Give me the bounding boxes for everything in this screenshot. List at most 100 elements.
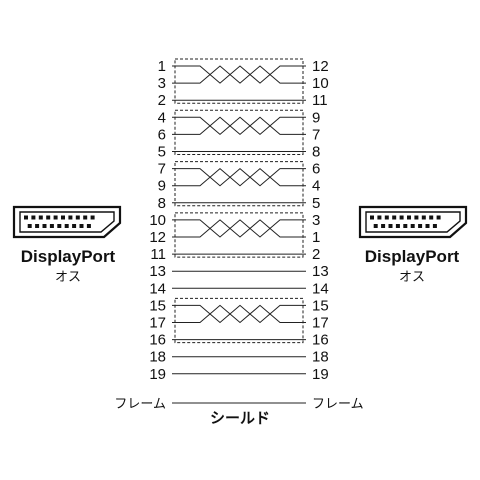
connector-pin: [388, 224, 393, 228]
twisted-wire: [172, 167, 306, 187]
shield-label: シールド: [210, 409, 270, 427]
left-connector-pins: [24, 215, 95, 228]
pin-label-left: 1: [158, 58, 166, 75]
pin-label-right: 16: [312, 332, 329, 349]
pin-label-right: 1: [312, 229, 320, 246]
pin-label-left: 4: [158, 109, 166, 126]
shield-box: [174, 58, 304, 104]
right-connector-pins: [370, 215, 441, 228]
pin-label-left: 11: [150, 246, 166, 263]
twisted-wire: [172, 219, 306, 238]
connector-pin: [399, 215, 404, 220]
connector-pin: [425, 224, 430, 228]
twisted-wire: [172, 304, 306, 324]
connector-pin: [68, 215, 73, 220]
pin-label-left: 13: [149, 263, 166, 280]
pin-label-right: 2: [312, 246, 320, 263]
pin-label-right: 8: [312, 144, 320, 161]
left-connector-name: DisplayPort: [21, 247, 116, 266]
pin-label-right: 19: [312, 366, 329, 383]
pin-label-right: 12: [312, 58, 329, 75]
frame-label-left: フレーム: [114, 397, 166, 412]
connector-pin: [381, 224, 386, 228]
pin-label-left: 7: [158, 161, 166, 178]
twisted-wire: [172, 65, 306, 84]
pin-label-left: 18: [149, 349, 166, 366]
pin-label-left: 5: [158, 144, 166, 161]
pin-label-left: 8: [158, 195, 166, 212]
connector-pin: [436, 215, 441, 220]
twisted-wire: [172, 116, 306, 136]
pin-label-right: 7: [312, 126, 320, 143]
connector-pin: [83, 215, 88, 220]
connector-pin: [61, 215, 65, 220]
twisted-wire: [172, 167, 306, 187]
connector-pin: [64, 224, 69, 228]
pin-label-right: 5: [312, 195, 320, 212]
connector-pin: [421, 215, 426, 220]
pin-label-left: 9: [158, 178, 166, 195]
pin-label-right: 13: [312, 263, 329, 280]
pin-label-right: 18: [312, 349, 329, 366]
connector-pin: [46, 215, 51, 220]
connector-pin: [384, 215, 389, 220]
pin-label-left: 10: [149, 212, 166, 229]
pin-label-left: 2: [158, 92, 166, 109]
connector-pin: [38, 215, 43, 220]
connector-pin: [432, 224, 437, 228]
right-connector-icon: [358, 205, 468, 239]
connector-pin: [418, 224, 423, 228]
connector-pin: [72, 224, 77, 228]
connector-pin: [27, 224, 32, 228]
shield-box: [174, 109, 304, 156]
connector-pin: [373, 224, 378, 228]
pin-label-left: 6: [158, 126, 166, 143]
connector-pin: [79, 224, 84, 228]
pin-label-right: 3: [312, 212, 320, 229]
connector-pin: [392, 215, 397, 220]
pin-label-right: 15: [312, 297, 329, 314]
wires: [172, 58, 306, 375]
connector-pin: [24, 215, 28, 220]
connector-pin: [395, 224, 400, 228]
pin-label-left: 17: [149, 315, 166, 332]
twisted-wire: [172, 116, 306, 136]
frame-label-right: フレーム: [312, 397, 364, 412]
pin-label-right: 4: [312, 178, 320, 195]
connector-pin: [49, 224, 54, 228]
connector-pin: [42, 224, 47, 228]
pin-label-left: 3: [158, 75, 166, 92]
connector-pin: [35, 224, 40, 228]
twisted-wire: [172, 65, 306, 84]
connector-pin: [410, 224, 415, 228]
connector-pin: [75, 215, 80, 220]
pin-label-right: 17: [312, 315, 329, 332]
shield-box: [174, 161, 304, 207]
connector-pin: [53, 215, 58, 220]
twisted-wire: [172, 219, 306, 238]
pin-label-left: 16: [149, 332, 166, 349]
connector-pin: [429, 215, 434, 220]
pin-label-right: 6: [312, 161, 320, 178]
connector-pin: [31, 215, 36, 220]
pin-label-left: 14: [149, 280, 166, 297]
shield-box: [174, 297, 304, 344]
connector-pin: [57, 224, 62, 228]
right-connector-name: DisplayPort: [365, 247, 460, 266]
shield-box: [174, 212, 304, 258]
connector-pin: [407, 215, 411, 220]
pin-label-right: 9: [312, 109, 320, 126]
connector-pin: [414, 215, 419, 220]
right-connector-gender: オス: [399, 270, 425, 285]
connector-pin: [86, 224, 91, 228]
connector-pin: [370, 215, 374, 220]
pin-label-right: 11: [312, 92, 328, 109]
connector-pin: [403, 224, 408, 228]
connector-pin: [377, 215, 382, 220]
pin-label-left: 19: [149, 366, 166, 383]
pin-label-left: 15: [149, 297, 166, 314]
left-connector-icon: [12, 205, 122, 239]
pin-label-right: 10: [312, 75, 329, 92]
